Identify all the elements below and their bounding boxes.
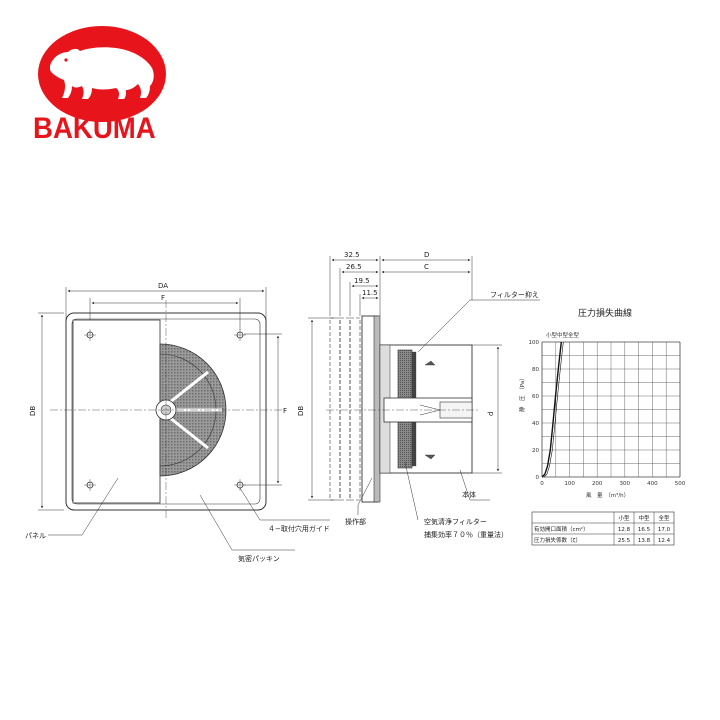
mount-hole-tr: [234, 329, 246, 341]
table-cell: 25.5: [618, 538, 631, 544]
label-operation: 操作部: [345, 517, 366, 526]
leader-mount: [239, 487, 330, 521]
chart-grid: [541, 341, 681, 478]
table-border: [531, 511, 675, 546]
leader-panel: [48, 477, 119, 536]
series-line-2: [543, 341, 564, 478]
side-panel-layer-1: [329, 317, 341, 501]
mount-hole-br: [234, 479, 246, 491]
dim-db-side: DB: [297, 406, 305, 416]
dim-d-small: d: [487, 412, 495, 416]
chart-series: [541, 341, 564, 478]
y-tick-label: 80: [532, 367, 539, 373]
dim-c: C: [424, 263, 429, 271]
mount-hole-tl: [84, 329, 96, 341]
x-tick-label: 500: [675, 481, 686, 487]
polar-bear-icon: [50, 47, 154, 99]
label-gasket: 気密パッキン: [238, 554, 280, 563]
chart-xlabel: 風 量 （m³/h）: [586, 492, 629, 499]
dim-da: DA: [158, 282, 168, 290]
dim-195: 19.5: [354, 277, 370, 285]
table-cell: 圧力損失係数（ζ）: [534, 536, 581, 544]
table-cell: 12.4: [658, 538, 671, 544]
y-tick-label: 60: [532, 394, 539, 400]
chart-ylabel: 静 圧 （Pa）: [518, 375, 526, 412]
dim-115: 11.5: [362, 289, 378, 297]
side-view: [308, 256, 540, 521]
table-cell: 12.8: [618, 527, 631, 533]
bakuma-logo: [38, 26, 166, 122]
label-filter-2: 捕集効率７０％（重量法）: [424, 530, 508, 539]
y-tick-label: 40: [532, 421, 539, 427]
table-cell: 全型: [658, 514, 670, 522]
table-cell: 17.0: [658, 527, 671, 533]
label-filter-holder: フィルター抑え: [490, 290, 539, 299]
chart-series-label: 小型中型全型: [546, 331, 580, 339]
front-view: [38, 287, 330, 551]
label-panel: パネル: [25, 532, 46, 540]
label-mount-hole: ４−取付穴用ガイド: [268, 524, 330, 533]
pressure-loss-chart: 圧力損失曲線 0 100 200 300 400 500 0 20 40 60 80 100 小型中型…: [518, 307, 686, 546]
dim-db: DB: [29, 406, 37, 416]
x-tick-label: 0: [540, 481, 544, 487]
table-cell: 小型: [618, 514, 630, 522]
dim-f: F: [161, 294, 165, 302]
side-panel-layer-2: [339, 317, 351, 501]
side-panel-layer-3: [349, 317, 361, 501]
chart-ticks: 0 100 200 300 400 500 0 20 40 60 80 100: [529, 340, 686, 487]
leader-operation: [357, 477, 373, 515]
x-tick-label: 400: [647, 481, 658, 487]
x-tick-label: 300: [620, 481, 631, 487]
chart-table: 小型中型全型有効開口面積（cm²） 12.8 16.5 17.0 圧力損失係数（ζ） 25…: [531, 511, 675, 546]
brand-name: BAKUMA: [33, 112, 156, 145]
y-tick-label: 20: [532, 448, 539, 454]
leader-filter-holder: [417, 299, 540, 353]
leader-filter: [404, 461, 419, 521]
table-cell: 中型: [638, 514, 650, 522]
mount-hole-bl: [84, 479, 96, 491]
leader-gasket: [199, 494, 295, 551]
dim-265: 26.5: [346, 263, 362, 271]
x-tick-label: 100: [564, 481, 575, 487]
panel: [72, 319, 161, 504]
table-cell: 13.8: [638, 538, 651, 544]
table-cell: 有効開口面積（cm²）: [534, 525, 589, 533]
y-tick-label: 0: [536, 475, 540, 481]
label-filter-1: 空気清浄フィルター: [424, 517, 487, 526]
dim-325: 32.5: [344, 251, 360, 259]
series-line: [541, 341, 562, 478]
label-body: 本体: [462, 490, 476, 499]
table-cell: 16.5: [638, 527, 651, 533]
dim-d: D: [424, 251, 429, 259]
x-tick-label: 200: [592, 481, 603, 487]
y-tick-label: 100: [529, 340, 540, 346]
dim-f-v: F: [283, 407, 287, 415]
chart-title: 圧力損失曲線: [578, 307, 632, 319]
leader-body: [459, 469, 490, 501]
